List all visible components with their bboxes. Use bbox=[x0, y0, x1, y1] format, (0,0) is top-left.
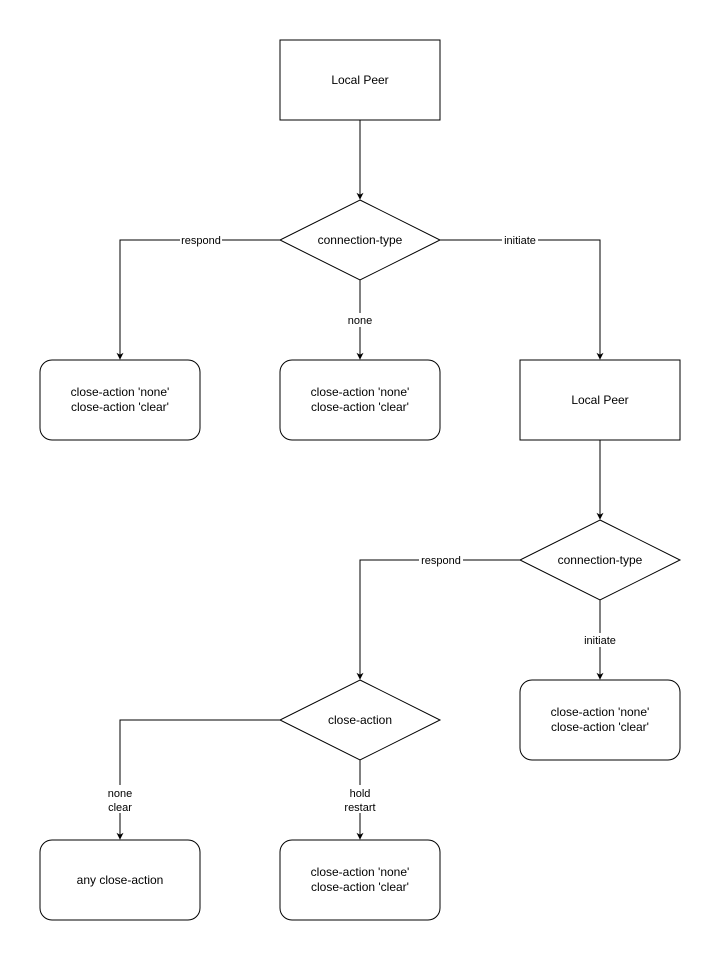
edge-initiate-1 bbox=[440, 239, 604, 360]
result-hold-restart: close-action 'none' close-action 'clear' bbox=[279, 839, 441, 921]
result-label: any close-action bbox=[77, 873, 164, 887]
result-line-2: close-action 'clear' bbox=[311, 880, 409, 894]
node-local-peer-1: Local Peer bbox=[279, 39, 441, 121]
edge-label-restart: restart bbox=[344, 802, 375, 814]
result-line-1: close-action 'none' bbox=[311, 385, 410, 399]
decision-label: connection-type bbox=[318, 233, 403, 247]
node-local-peer-2: Local Peer bbox=[519, 359, 681, 441]
edges bbox=[116, 120, 604, 840]
decision-label: close-action bbox=[328, 713, 392, 727]
result-line-2: close-action 'clear' bbox=[311, 400, 409, 414]
edge-none-clear bbox=[116, 719, 280, 840]
edge-label-respond-1: respond bbox=[181, 235, 221, 247]
result-line-2: close-action 'clear' bbox=[551, 720, 649, 734]
edge-label-clear: clear bbox=[108, 802, 132, 814]
result-respond-1: close-action 'none' close-action 'clear' bbox=[39, 359, 201, 441]
decision-connection-type-1: connection-type bbox=[278, 199, 442, 281]
result-line-1: close-action 'none' bbox=[311, 865, 410, 879]
result-none-1: close-action 'none' close-action 'clear' bbox=[279, 359, 441, 441]
edge-label-initiate-2: initiate bbox=[584, 635, 616, 647]
edge-label-none: none bbox=[108, 788, 132, 800]
edge-respond-2 bbox=[356, 559, 520, 680]
node-label: Local Peer bbox=[571, 393, 628, 407]
edge-label-none-1: none bbox=[348, 315, 372, 327]
result-line-2: close-action 'clear' bbox=[71, 400, 169, 414]
node-label: Local Peer bbox=[331, 73, 388, 87]
edge-label-initiate-1: initiate bbox=[504, 235, 536, 247]
nodes: Local Peer connection-type close-action … bbox=[39, 39, 682, 921]
result-line-1: close-action 'none' bbox=[551, 705, 650, 719]
result-any-close-action: any close-action bbox=[39, 839, 201, 921]
result-line-1: close-action 'none' bbox=[71, 385, 170, 399]
edge-labels: respond none initiate respond initiate n… bbox=[104, 233, 618, 814]
edge-label-hold: hold bbox=[350, 788, 371, 800]
edge-label-respond-2: respond bbox=[421, 555, 461, 567]
edge-respond-1 bbox=[116, 239, 280, 360]
result-initiate-2: close-action 'none' close-action 'clear' bbox=[519, 679, 681, 761]
decision-label: connection-type bbox=[558, 553, 643, 567]
decision-close-action: close-action bbox=[278, 679, 442, 761]
decision-connection-type-2: connection-type bbox=[518, 519, 682, 601]
